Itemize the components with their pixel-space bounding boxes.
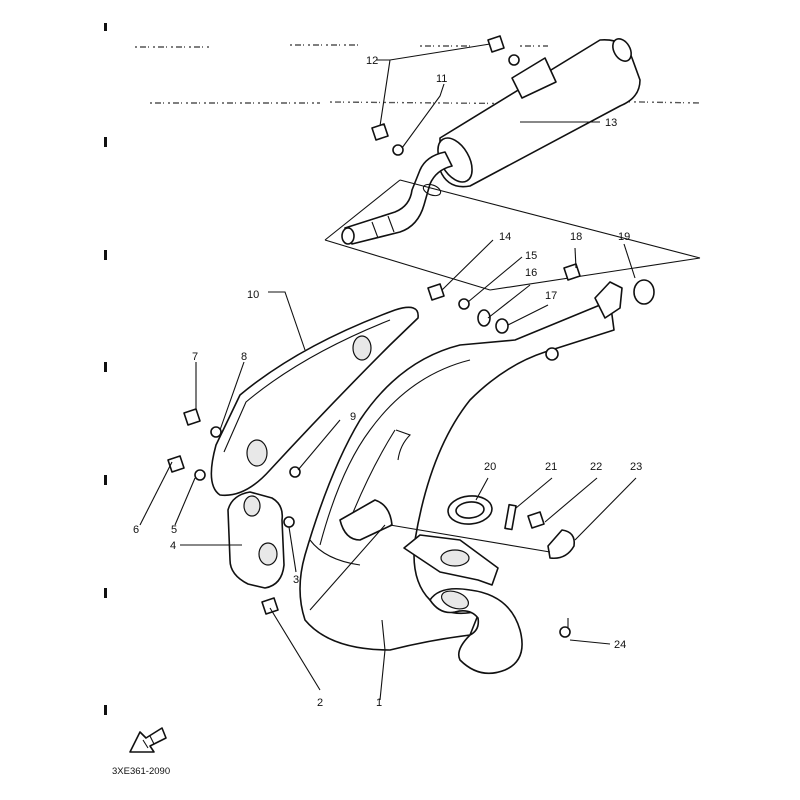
callout-5: 5 <box>171 524 177 536</box>
leader-lines <box>139 43 637 701</box>
bolts-small <box>167 263 655 638</box>
callout-19: 19 <box>618 231 630 243</box>
callout-6: 6 <box>133 524 139 536</box>
bolts-11-12 <box>371 35 520 156</box>
callout-7: 7 <box>192 351 198 363</box>
callout-labels: 1 2 3 4 5 6 7 8 9 10 11 12 13 14 15 16 1… <box>133 55 642 709</box>
callout-1: 1 <box>376 697 382 709</box>
figure-reference-code: 3XE361-2090 <box>112 766 170 777</box>
flange <box>403 534 499 586</box>
callout-15: 15 <box>525 250 537 262</box>
callout-14: 14 <box>499 231 511 243</box>
bracket-part-4 <box>227 491 285 589</box>
callout-10: 10 <box>247 289 259 301</box>
front-direction-arrow-icon <box>129 727 167 753</box>
callout-21: 21 <box>545 461 557 473</box>
callout-3: 3 <box>293 574 299 586</box>
gasket-part-20 <box>447 495 493 525</box>
callout-8: 8 <box>241 351 247 363</box>
callout-11: 11 <box>436 73 447 85</box>
callout-17: 17 <box>545 290 557 302</box>
callout-22: 22 <box>590 461 602 473</box>
callout-9: 9 <box>350 411 356 423</box>
subassembly-boundary <box>324 179 701 291</box>
callout-24: 24 <box>614 639 626 651</box>
exhaust-pipe-part-1 <box>299 281 623 675</box>
callout-16: 16 <box>525 267 537 279</box>
callout-13: 13 <box>605 117 617 129</box>
silencer-part-13 <box>341 38 641 245</box>
callout-12: 12 <box>366 55 378 67</box>
callout-23: 23 <box>630 461 642 473</box>
scan-artifacts <box>104 23 701 715</box>
protector-part-10 <box>210 306 419 497</box>
callout-2: 2 <box>317 697 323 709</box>
callout-18: 18 <box>570 231 582 243</box>
callout-20: 20 <box>484 461 496 473</box>
callout-4: 4 <box>170 540 176 552</box>
